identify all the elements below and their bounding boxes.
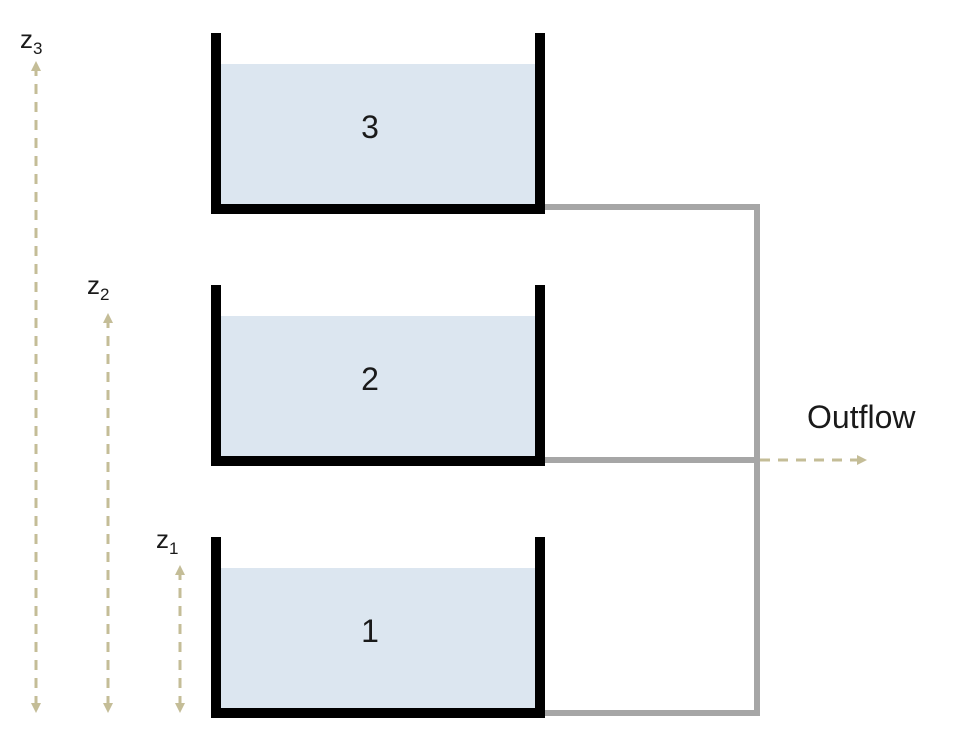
pipe-tank-1 [540, 460, 760, 716]
tank-1-water [216, 568, 538, 708]
height-label-z3: z3 [20, 24, 42, 58]
outflow-label: Outflow [807, 399, 916, 435]
height-arrows [31, 61, 185, 713]
tank-3-water [216, 64, 538, 204]
tank-2-water [216, 316, 538, 456]
tank-2-label: 2 [361, 361, 379, 397]
height-label-z2: z2 [87, 270, 109, 304]
tank-1-label: 1 [361, 613, 379, 649]
tank-1-walls [211, 537, 545, 718]
tank-2: 2 [211, 285, 545, 466]
tank-3: 3 [211, 33, 545, 214]
tank-1: 1 [211, 537, 545, 718]
pipe-network [540, 204, 760, 716]
height-label-z1: z1 [156, 524, 178, 558]
tank-3-walls [211, 33, 545, 214]
tank-2-walls [211, 285, 545, 466]
pipe-tank-3 [540, 204, 760, 460]
tank-3-label: 3 [361, 109, 379, 145]
